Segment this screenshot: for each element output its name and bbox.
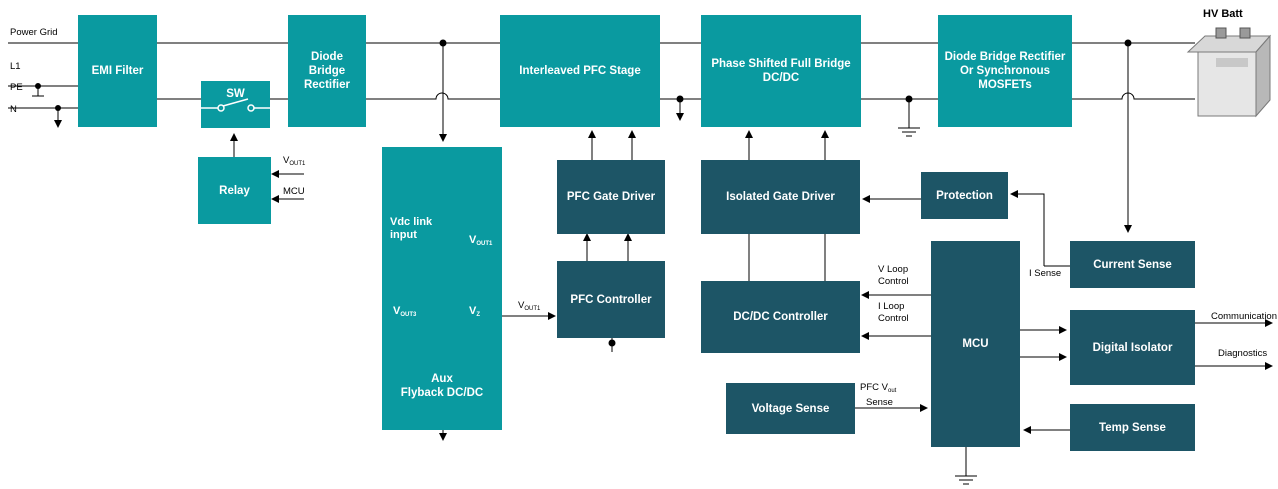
interleaved-pfc-stage-block: Interleaved PFC Stage <box>500 15 660 127</box>
pe-label: PE <box>10 82 23 93</box>
pfc-controller-block: PFC Controller <box>557 261 665 338</box>
relay-mcu-label: MCU <box>283 186 305 197</box>
i-loop-control-label: I Loop Control <box>878 301 909 324</box>
vdc-link-input-label: Vdc link input <box>390 216 433 241</box>
power-grid-label: Power Grid <box>10 27 58 38</box>
battery-icon <box>1186 27 1272 118</box>
dcdc-controller-block: DC/DC Controller <box>701 281 860 353</box>
voltage-sense-block: Voltage Sense <box>726 383 855 434</box>
relay-block: Relay <box>198 157 271 224</box>
protection-block: Protection <box>921 172 1008 219</box>
flyback-vz-label: VZ <box>469 305 481 318</box>
isolated-gate-driver-block: Isolated Gate Driver <box>701 160 860 234</box>
phase-shifted-full-bridge-block: Phase Shifted Full Bridge DC/DC <box>701 15 861 127</box>
emi-filter-block: EMI Filter <box>78 15 157 127</box>
diagnostics-label: Diagnostics <box>1218 348 1268 359</box>
mcu-block: MCU <box>931 241 1020 447</box>
v-loop-control-label: V Loop Control <box>878 264 909 287</box>
output-rectifier-block: Diode Bridge Rectifier Or Synchronous MO… <box>938 15 1072 127</box>
l1-label: L1 <box>10 61 21 72</box>
aux-flyback-block: Aux Flyback DC/DC <box>382 147 502 430</box>
current-sense-block: Current Sense <box>1070 241 1195 288</box>
hv-batt-label: HV Batt <box>1203 8 1243 20</box>
communication-label: Communication <box>1211 311 1277 322</box>
relay-vout1-label: VOUT1 <box>283 155 306 167</box>
switch-symbol <box>201 98 271 112</box>
i-sense-label: I Sense <box>1029 268 1062 279</box>
temp-sense-block: Temp Sense <box>1070 404 1195 451</box>
diode-bridge-rectifier-block: Diode Bridge Rectifier <box>288 15 366 127</box>
pfc-vout1-label: VOUT1 <box>518 300 541 312</box>
n-label: N <box>10 104 17 115</box>
flyback-vout3-label: VOUT3 <box>393 305 417 318</box>
digital-isolator-block: Digital Isolator <box>1070 310 1195 385</box>
sw-block: SW <box>201 81 270 128</box>
pfc-gate-driver-block: PFC Gate Driver <box>557 160 665 234</box>
flyback-vout1-label: VOUT1 <box>469 234 493 247</box>
